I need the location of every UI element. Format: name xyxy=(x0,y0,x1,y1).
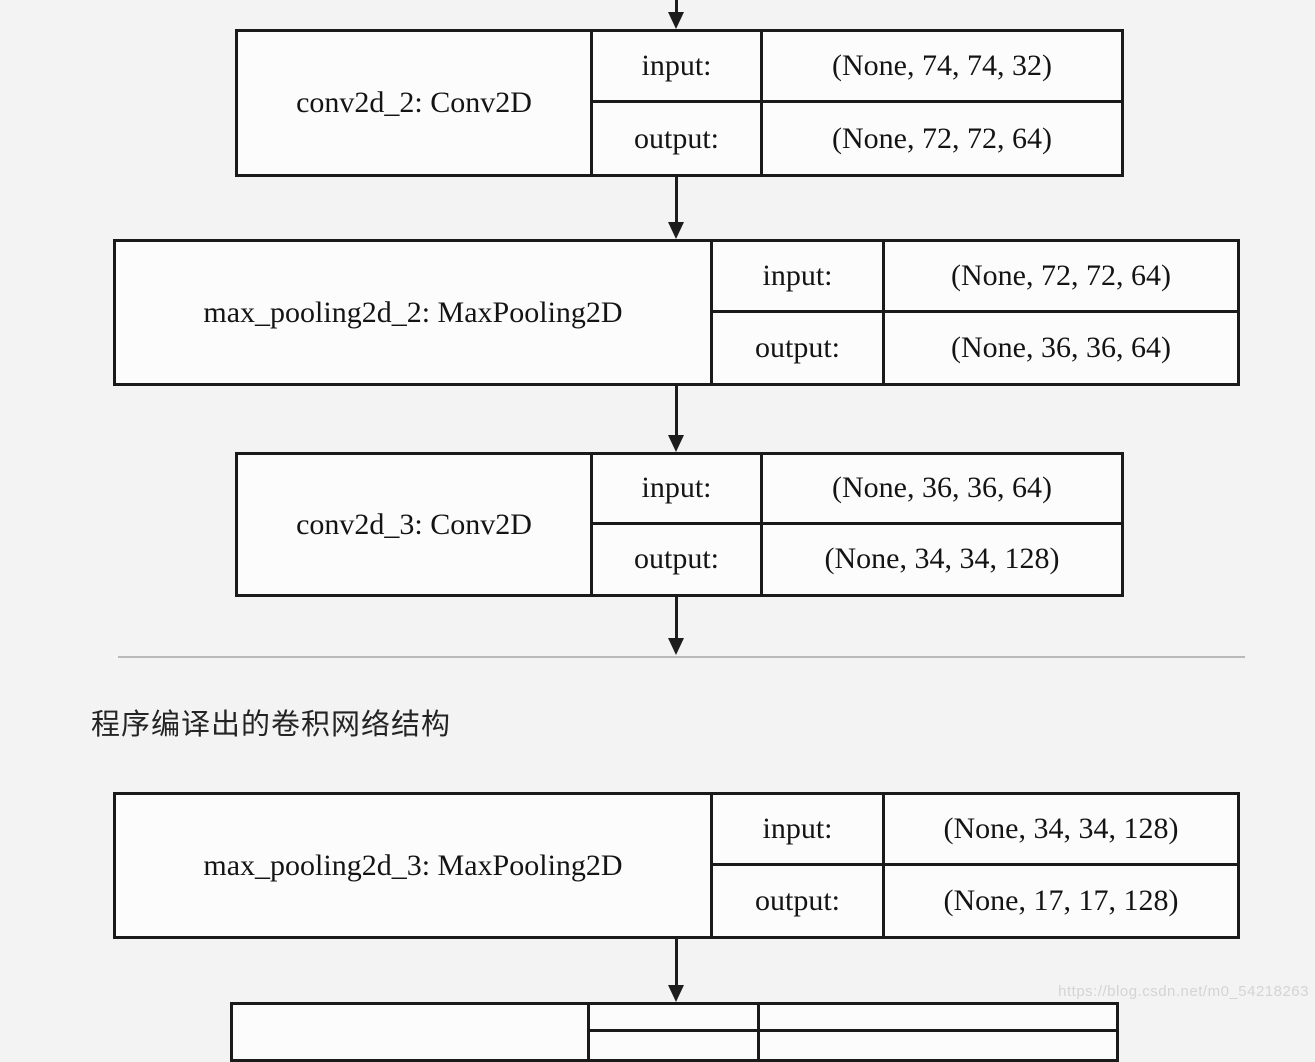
arrow-shaft xyxy=(674,597,678,638)
layer-name: conv2d_3: Conv2D xyxy=(238,455,593,594)
layer-name xyxy=(233,1005,590,1059)
diagram-canvas: conv2d_2: Conv2D input: (None, 74, 74, 3… xyxy=(91,0,1309,1062)
arrow-head-icon xyxy=(668,12,684,29)
arrow-down-icon xyxy=(668,177,684,239)
output-shape xyxy=(760,1032,1116,1059)
arrow-head-icon xyxy=(668,638,684,655)
output-shape: (None, 72, 72, 64) xyxy=(832,121,1052,155)
input-shape: (None, 72, 72, 64) xyxy=(885,242,1237,313)
input-shape: (None, 74, 74, 32) xyxy=(763,32,1121,103)
layer-box-max_pooling2d_3: max_pooling2d_3: MaxPooling2D input: (No… xyxy=(113,792,1240,939)
input-shape xyxy=(760,1005,1116,1032)
layer-box-conv2d_2: conv2d_2: Conv2D input: (None, 74, 74, 3… xyxy=(235,29,1124,177)
output-shape: (None, 36, 36, 64) xyxy=(951,330,1171,364)
arrow-shaft xyxy=(674,0,678,12)
input-shape: (None, 34, 34, 128) xyxy=(885,795,1237,866)
arrow-shaft xyxy=(674,177,678,222)
arrow-shaft xyxy=(674,386,678,435)
arrow-shaft xyxy=(674,939,678,985)
output-shape: (None, 34, 34, 128) xyxy=(824,542,1060,576)
output-label: output: xyxy=(713,312,885,383)
layer-name: conv2d_2: Conv2D xyxy=(238,32,593,174)
output-label xyxy=(590,1032,760,1059)
input-label: input: xyxy=(593,455,763,525)
arrow-down-icon xyxy=(668,939,684,1002)
input-label: input: xyxy=(713,242,885,313)
arrow-head-icon xyxy=(668,435,684,452)
output-label: output: xyxy=(593,103,763,174)
layer-box-max_pooling2d_2: max_pooling2d_2: MaxPooling2D input: (No… xyxy=(113,239,1240,386)
figure-caption: 程序编译出的卷积网络结构 xyxy=(91,709,452,741)
input-shape: (None, 36, 36, 64) xyxy=(763,455,1121,525)
layer-name: max_pooling2d_3: MaxPooling2D xyxy=(116,795,713,936)
layer-box-partial xyxy=(230,1002,1119,1062)
output-label: output: xyxy=(713,865,885,936)
layer-name: max_pooling2d_2: MaxPooling2D xyxy=(116,242,713,383)
output-label: output: xyxy=(593,524,763,594)
layer-box-conv2d_3: conv2d_3: Conv2D input: (None, 36, 36, 6… xyxy=(235,452,1124,597)
section-divider-line xyxy=(118,656,1245,658)
input-label: input: xyxy=(713,795,885,866)
output-shape: (None, 17, 17, 128) xyxy=(943,883,1179,917)
arrow-down-icon xyxy=(668,386,684,452)
csdn-watermark: https://blog.csdn.net/m0_54218263 xyxy=(1058,983,1309,1000)
input-label xyxy=(590,1005,760,1032)
input-label: input: xyxy=(593,32,763,103)
arrow-head-icon xyxy=(668,222,684,239)
arrow-head-icon xyxy=(668,985,684,1002)
arrow-down-icon xyxy=(668,0,684,29)
arrow-down-icon xyxy=(668,597,684,655)
